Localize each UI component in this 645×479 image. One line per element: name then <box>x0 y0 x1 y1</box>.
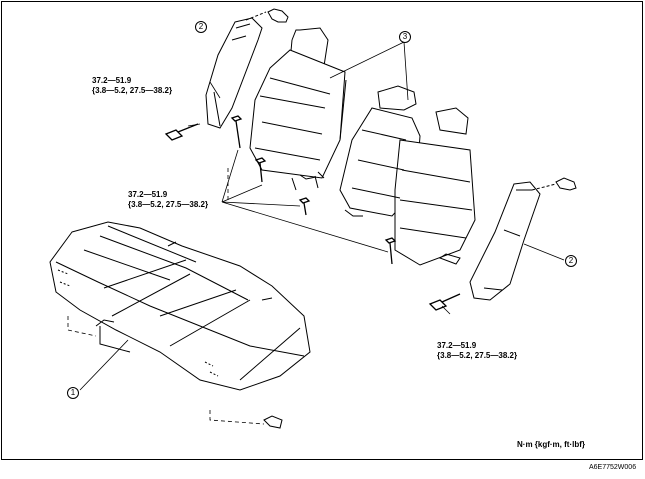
right-seatback <box>339 85 476 266</box>
seat-cushion <box>49 221 311 429</box>
torque-value: 37.2—51.9 <box>92 76 132 85</box>
torque-detail: {3.8—5.2, 27.5—38.2} <box>128 200 209 209</box>
unit-note: N·m {kgf·m, ft·lbf} <box>517 440 585 449</box>
torque-spec-lower-right: 37.2—51.9 {3.8—5.2, 27.5—38.2} <box>437 341 517 361</box>
torque-spec-upper-left: 37.2—51.9 {3.8—5.2, 27.5—38.2} <box>92 76 172 96</box>
left-seatback <box>249 27 347 191</box>
callout-seat-cushion: 1 <box>67 387 79 399</box>
callout-left-side-trim: 2 <box>195 21 207 33</box>
torque-value: 37.2—51.9 <box>437 341 477 350</box>
torque-value: 37.2—51.9 <box>128 190 168 199</box>
callout-seatback: 3 <box>399 31 411 43</box>
figure-code: A6E7752W006 <box>589 464 637 471</box>
left-side-trim <box>205 8 289 129</box>
leader-lines <box>67 41 565 425</box>
torque-detail: {3.8—5.2, 27.5—38.2} <box>92 86 173 95</box>
torque-detail: {3.8—5.2, 27.5—38.2} <box>437 351 518 360</box>
seatback-bolts <box>164 115 461 311</box>
figure-frame <box>1 1 643 460</box>
callout-right-side-trim: 2 <box>565 255 577 267</box>
torque-spec-middle: 37.2—51.9 {3.8—5.2, 27.5—38.2} <box>128 190 208 210</box>
right-side-trim <box>469 177 577 301</box>
